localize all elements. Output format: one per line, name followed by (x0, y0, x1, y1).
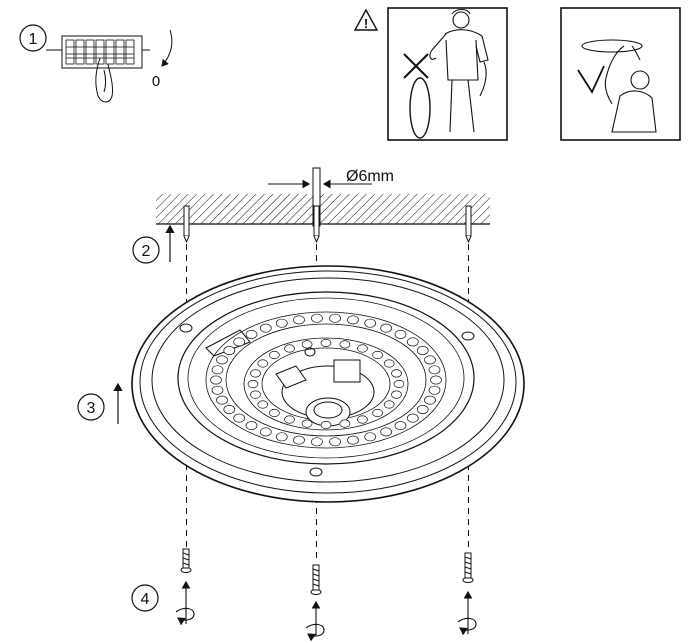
led-dot (339, 340, 351, 349)
led-dot (233, 337, 246, 347)
led-dot (428, 385, 441, 395)
led-dot (223, 405, 236, 414)
led-dot (406, 337, 419, 347)
lamp-driver (275, 359, 375, 427)
led-dot (320, 338, 332, 348)
warning-mark: ! (364, 16, 368, 31)
outer-led-ring (205, 311, 447, 449)
screw-right (462, 552, 474, 583)
led-dot (357, 415, 368, 424)
led-dot (394, 421, 407, 431)
led-dot (393, 379, 405, 389)
lamp-base (131, 265, 525, 503)
led-dot (311, 313, 323, 323)
led-dot (247, 379, 259, 389)
led-dot (275, 318, 288, 328)
led-dot (284, 415, 295, 424)
ceiling (156, 194, 490, 224)
wall-plug-center (313, 205, 320, 237)
step2-badge (132, 236, 160, 264)
led-dot (259, 427, 272, 437)
led-dot (275, 432, 288, 442)
led-dot (257, 400, 269, 409)
circuit-breaker-icon (46, 29, 173, 103)
incorrect-lifting-icon (387, 7, 508, 141)
led-dot (233, 413, 246, 423)
led-dot (383, 400, 395, 409)
led-dot (430, 375, 442, 385)
led-dot (257, 359, 269, 368)
step1-badge (19, 24, 47, 52)
wall-plug-right (465, 205, 472, 237)
warning-group: ! (353, 7, 681, 141)
led-dot (357, 344, 368, 353)
led-dot (394, 329, 407, 339)
led-dot (211, 385, 224, 395)
switch-off-label: 0 (152, 73, 160, 90)
led-dot (245, 329, 258, 339)
led-dot (372, 408, 383, 418)
led-dot (284, 344, 295, 353)
led-dot (383, 359, 395, 368)
led-dot (259, 323, 272, 333)
led-dot (347, 435, 359, 445)
led-dot (301, 419, 313, 428)
led-dot (380, 427, 393, 437)
led-dot (329, 437, 341, 447)
led-dot (293, 315, 305, 325)
step4-number: 4 (141, 591, 150, 608)
led-dot (311, 437, 323, 447)
screw-center (310, 564, 322, 595)
led-dot (416, 346, 429, 355)
led-dot (416, 405, 429, 414)
led-dot (216, 355, 228, 365)
led-dot (406, 413, 419, 423)
led-dot (424, 395, 436, 405)
correct-lifting-icon (560, 7, 681, 141)
led-dot (216, 395, 228, 405)
led-dot (329, 313, 341, 323)
led-dot (320, 420, 332, 430)
step1-group: 1 0 (19, 24, 173, 103)
warning-triangle-icon: ! (353, 8, 379, 31)
led-dot (301, 340, 313, 349)
step3-number: 3 (87, 400, 96, 417)
step4-badge (131, 584, 159, 612)
led-dot (391, 369, 402, 378)
drill-diameter-label: Ø6mm (346, 168, 394, 185)
led-dot (424, 355, 436, 365)
mounting-holes (179, 323, 475, 477)
screw-direction-arrows (175, 580, 477, 642)
led-dot (428, 365, 441, 375)
led-dot (364, 318, 377, 328)
led-dot (293, 435, 305, 445)
led-array (210, 313, 442, 447)
led-dot (339, 419, 351, 428)
led-dot (223, 346, 236, 355)
led-dot (269, 350, 280, 360)
step1-number: 1 (29, 31, 38, 48)
led-dot (391, 390, 402, 399)
led-dot (380, 323, 393, 333)
screws (180, 548, 474, 595)
step2-number: 2 (142, 243, 151, 260)
wall-plug-left (183, 205, 190, 237)
led-dot (364, 432, 377, 442)
led-dot (250, 390, 261, 399)
ceiling-group: Ø6mm (156, 167, 490, 244)
led-dot (250, 369, 261, 378)
wall-plugs (183, 205, 472, 244)
led-dot (245, 421, 258, 431)
led-dot (269, 408, 280, 418)
step3-badge (77, 393, 105, 421)
led-dot (347, 315, 359, 325)
led-dot (372, 350, 383, 360)
led-dot (211, 365, 224, 375)
screw-left (180, 548, 192, 573)
led-dot (210, 375, 222, 385)
